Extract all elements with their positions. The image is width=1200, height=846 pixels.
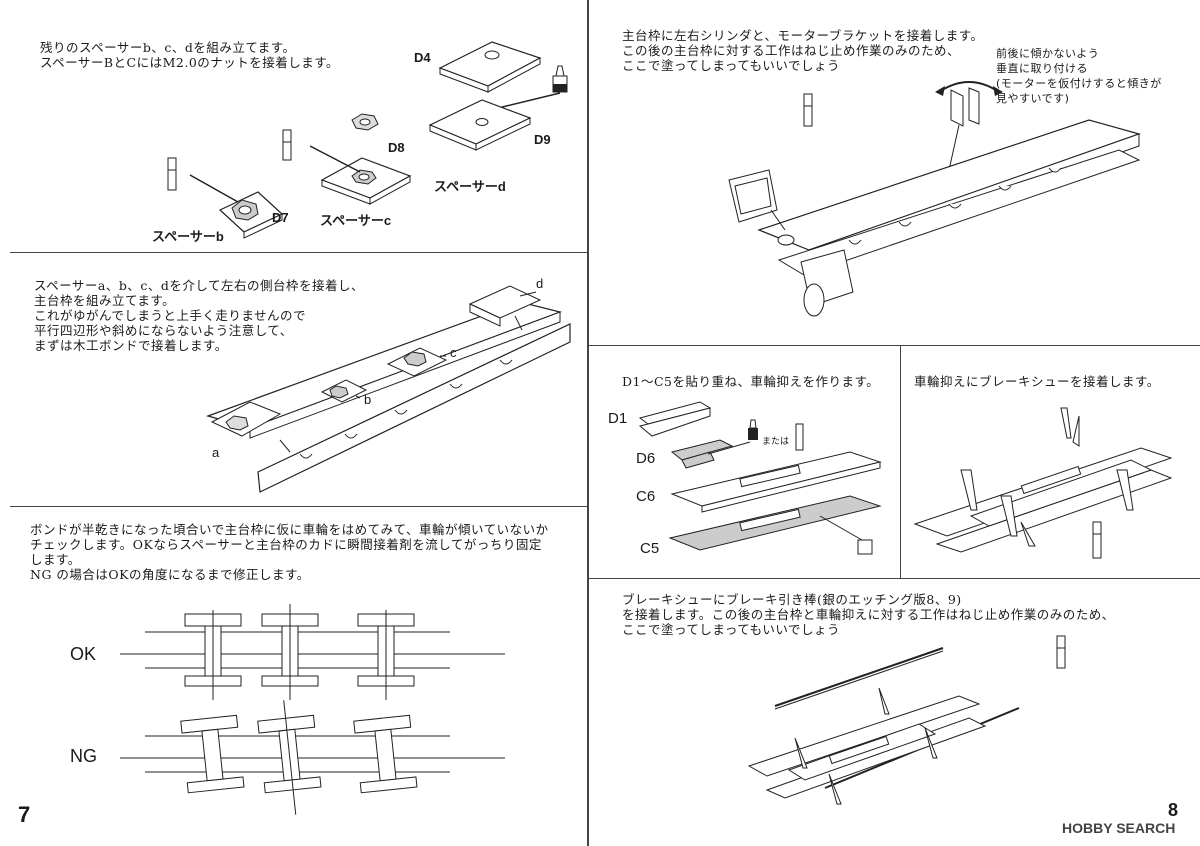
- wheel-alignment-diagram: [120, 604, 505, 815]
- right-step1-note: 前後に傾かないよう 垂直に取り付ける (モーターを仮付けすると傾きが 見やすいで…: [996, 47, 1162, 105]
- label-spacer-b: スペーサーb: [152, 229, 224, 244]
- step3-text: ボンドが半乾きになった頃合いで主台枠に仮に車輪をはめてみて、車輪が傾いていないか…: [30, 522, 549, 582]
- spacer-c-plate: [320, 157, 412, 205]
- label-d8: D8: [388, 140, 405, 155]
- right-vertical-divider: [900, 345, 901, 578]
- center-divider: [587, 0, 589, 846]
- label-c: c: [450, 345, 457, 360]
- main-frame-assembly-diagram: [206, 285, 571, 493]
- label-d7: D7: [272, 210, 289, 225]
- cylinder-bracket-diagram: [728, 81, 1141, 317]
- ok-wheelset-2: [261, 604, 319, 700]
- right-step3-text: 車輪抑えにブレーキシューを接着します。: [914, 374, 1160, 389]
- label-d: d: [536, 276, 544, 291]
- wheel-retainer-diagram: [638, 401, 882, 555]
- left-divider-1: [10, 252, 587, 253]
- spacer-b-plate: [218, 191, 284, 239]
- label-c5: C5: [640, 540, 660, 557]
- ok-wheelset-1: [184, 610, 242, 700]
- cylinder-rear: [800, 249, 854, 317]
- cylinder-front: [728, 169, 778, 223]
- left-divider-2: [10, 506, 587, 507]
- d9-plate: [428, 99, 532, 151]
- step1-text: 残りのスペーサーb、c、dを組み立てます。 スペーサーBとCにはM2.0のナット…: [40, 40, 340, 70]
- ok-label: OK: [70, 644, 97, 664]
- right-step4-text: ブレーキシューにブレーキ引き棒(銀のエッチング版8、9) を接着します。この後の…: [622, 592, 1115, 637]
- label-d1: D1: [608, 410, 628, 427]
- pin-icon-1: [282, 129, 292, 161]
- d4-plate: [438, 41, 542, 93]
- right-divider-2: [589, 578, 1200, 579]
- ng-wheelset-2: [257, 700, 322, 815]
- ng-wheelset-3: [353, 714, 418, 794]
- right-divider-1: [589, 345, 1200, 346]
- label-or: または: [762, 436, 790, 446]
- label-spacer-c: スペーサーc: [320, 213, 392, 228]
- label-c6: C6: [636, 488, 656, 505]
- page-number-left: 7: [18, 802, 31, 827]
- pin-icon-2: [167, 157, 177, 191]
- right-step1-text: 主台枠に左右シリンダと、モーターブラケットを接着します。 この後の主台枠に対する…: [622, 28, 984, 73]
- brake-rod-diagram: [747, 635, 1066, 805]
- m2-nut-d8: [351, 113, 379, 131]
- label-d9: D9: [534, 132, 551, 147]
- ng-label: NG: [70, 746, 97, 766]
- label-d6: D6: [636, 450, 656, 467]
- label-spacer-d: スペーサーd: [434, 179, 506, 194]
- label-a: a: [212, 445, 220, 460]
- ng-wheelset-1: [180, 714, 245, 794]
- page-number-right: 8: [1168, 800, 1179, 820]
- label-b: b: [364, 392, 372, 407]
- glue-bottle-icon: [552, 65, 568, 93]
- spacer-assembly-diagram: [167, 41, 568, 239]
- brake-shoe-diagram: [913, 407, 1173, 559]
- step2-text: スペーサーa、b、c、dを介して左右の側台枠を接着し、 主台枠を組み立てます。 …: [34, 278, 364, 353]
- watermark-logo: HOBBY SEARCH: [1062, 820, 1176, 836]
- ok-wheelset-3: [357, 610, 415, 700]
- label-d4: D4: [414, 50, 431, 65]
- right-step2-text: D1〜C5を貼り重ね、車輪抑えを作ります。: [622, 374, 880, 389]
